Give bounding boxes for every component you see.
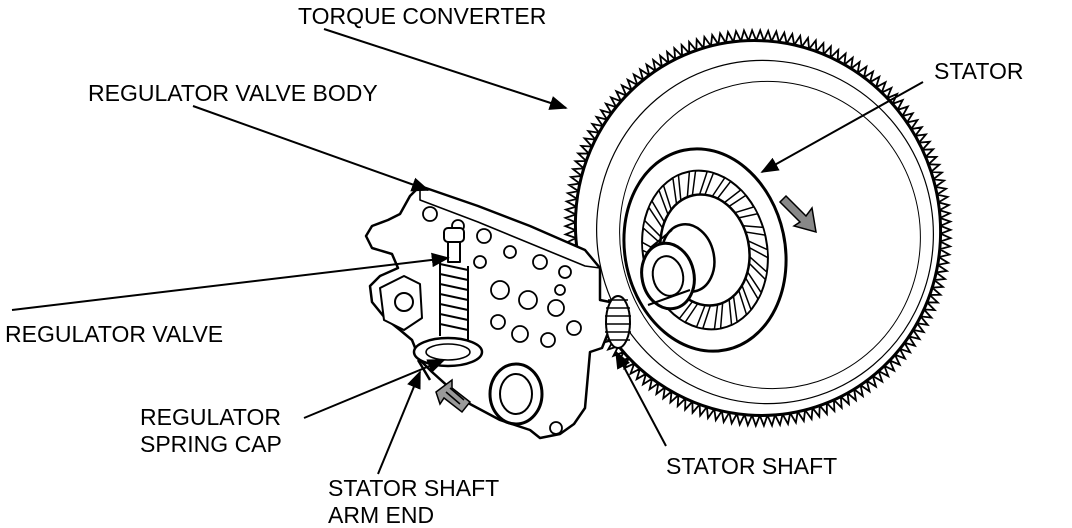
label-stator-shaft-arm-end-line2: ARM END [328, 502, 434, 528]
label-stator-shaft-arm-end-line1: STATOR SHAFT [328, 475, 499, 501]
torque-converter [562, 27, 954, 429]
regulator-valve-body [364, 184, 631, 440]
stator [622, 147, 788, 353]
label-regulator-valve-body: REGULATOR VALVE BODY [88, 80, 378, 106]
label-regulator-spring-cap-line2: SPRING CAP [140, 431, 282, 457]
label-regulator-valve: REGULATOR VALVE [5, 321, 223, 347]
label-regulator-spring-cap-line1: REGULATOR [140, 404, 281, 430]
regulator-spring-cap [412, 336, 484, 381]
stator-shaft-gear [605, 295, 631, 349]
movement-arrow-icon [435, 378, 472, 414]
label-stator-shaft: STATOR SHAFT [666, 453, 837, 479]
regulator-valve [439, 227, 469, 340]
label-torque-converter: TORQUE CONVERTER [298, 3, 546, 29]
leader-lines [11, 28, 924, 475]
rotation-arrow-icon [778, 194, 817, 234]
label-stator: STATOR [934, 58, 1023, 84]
